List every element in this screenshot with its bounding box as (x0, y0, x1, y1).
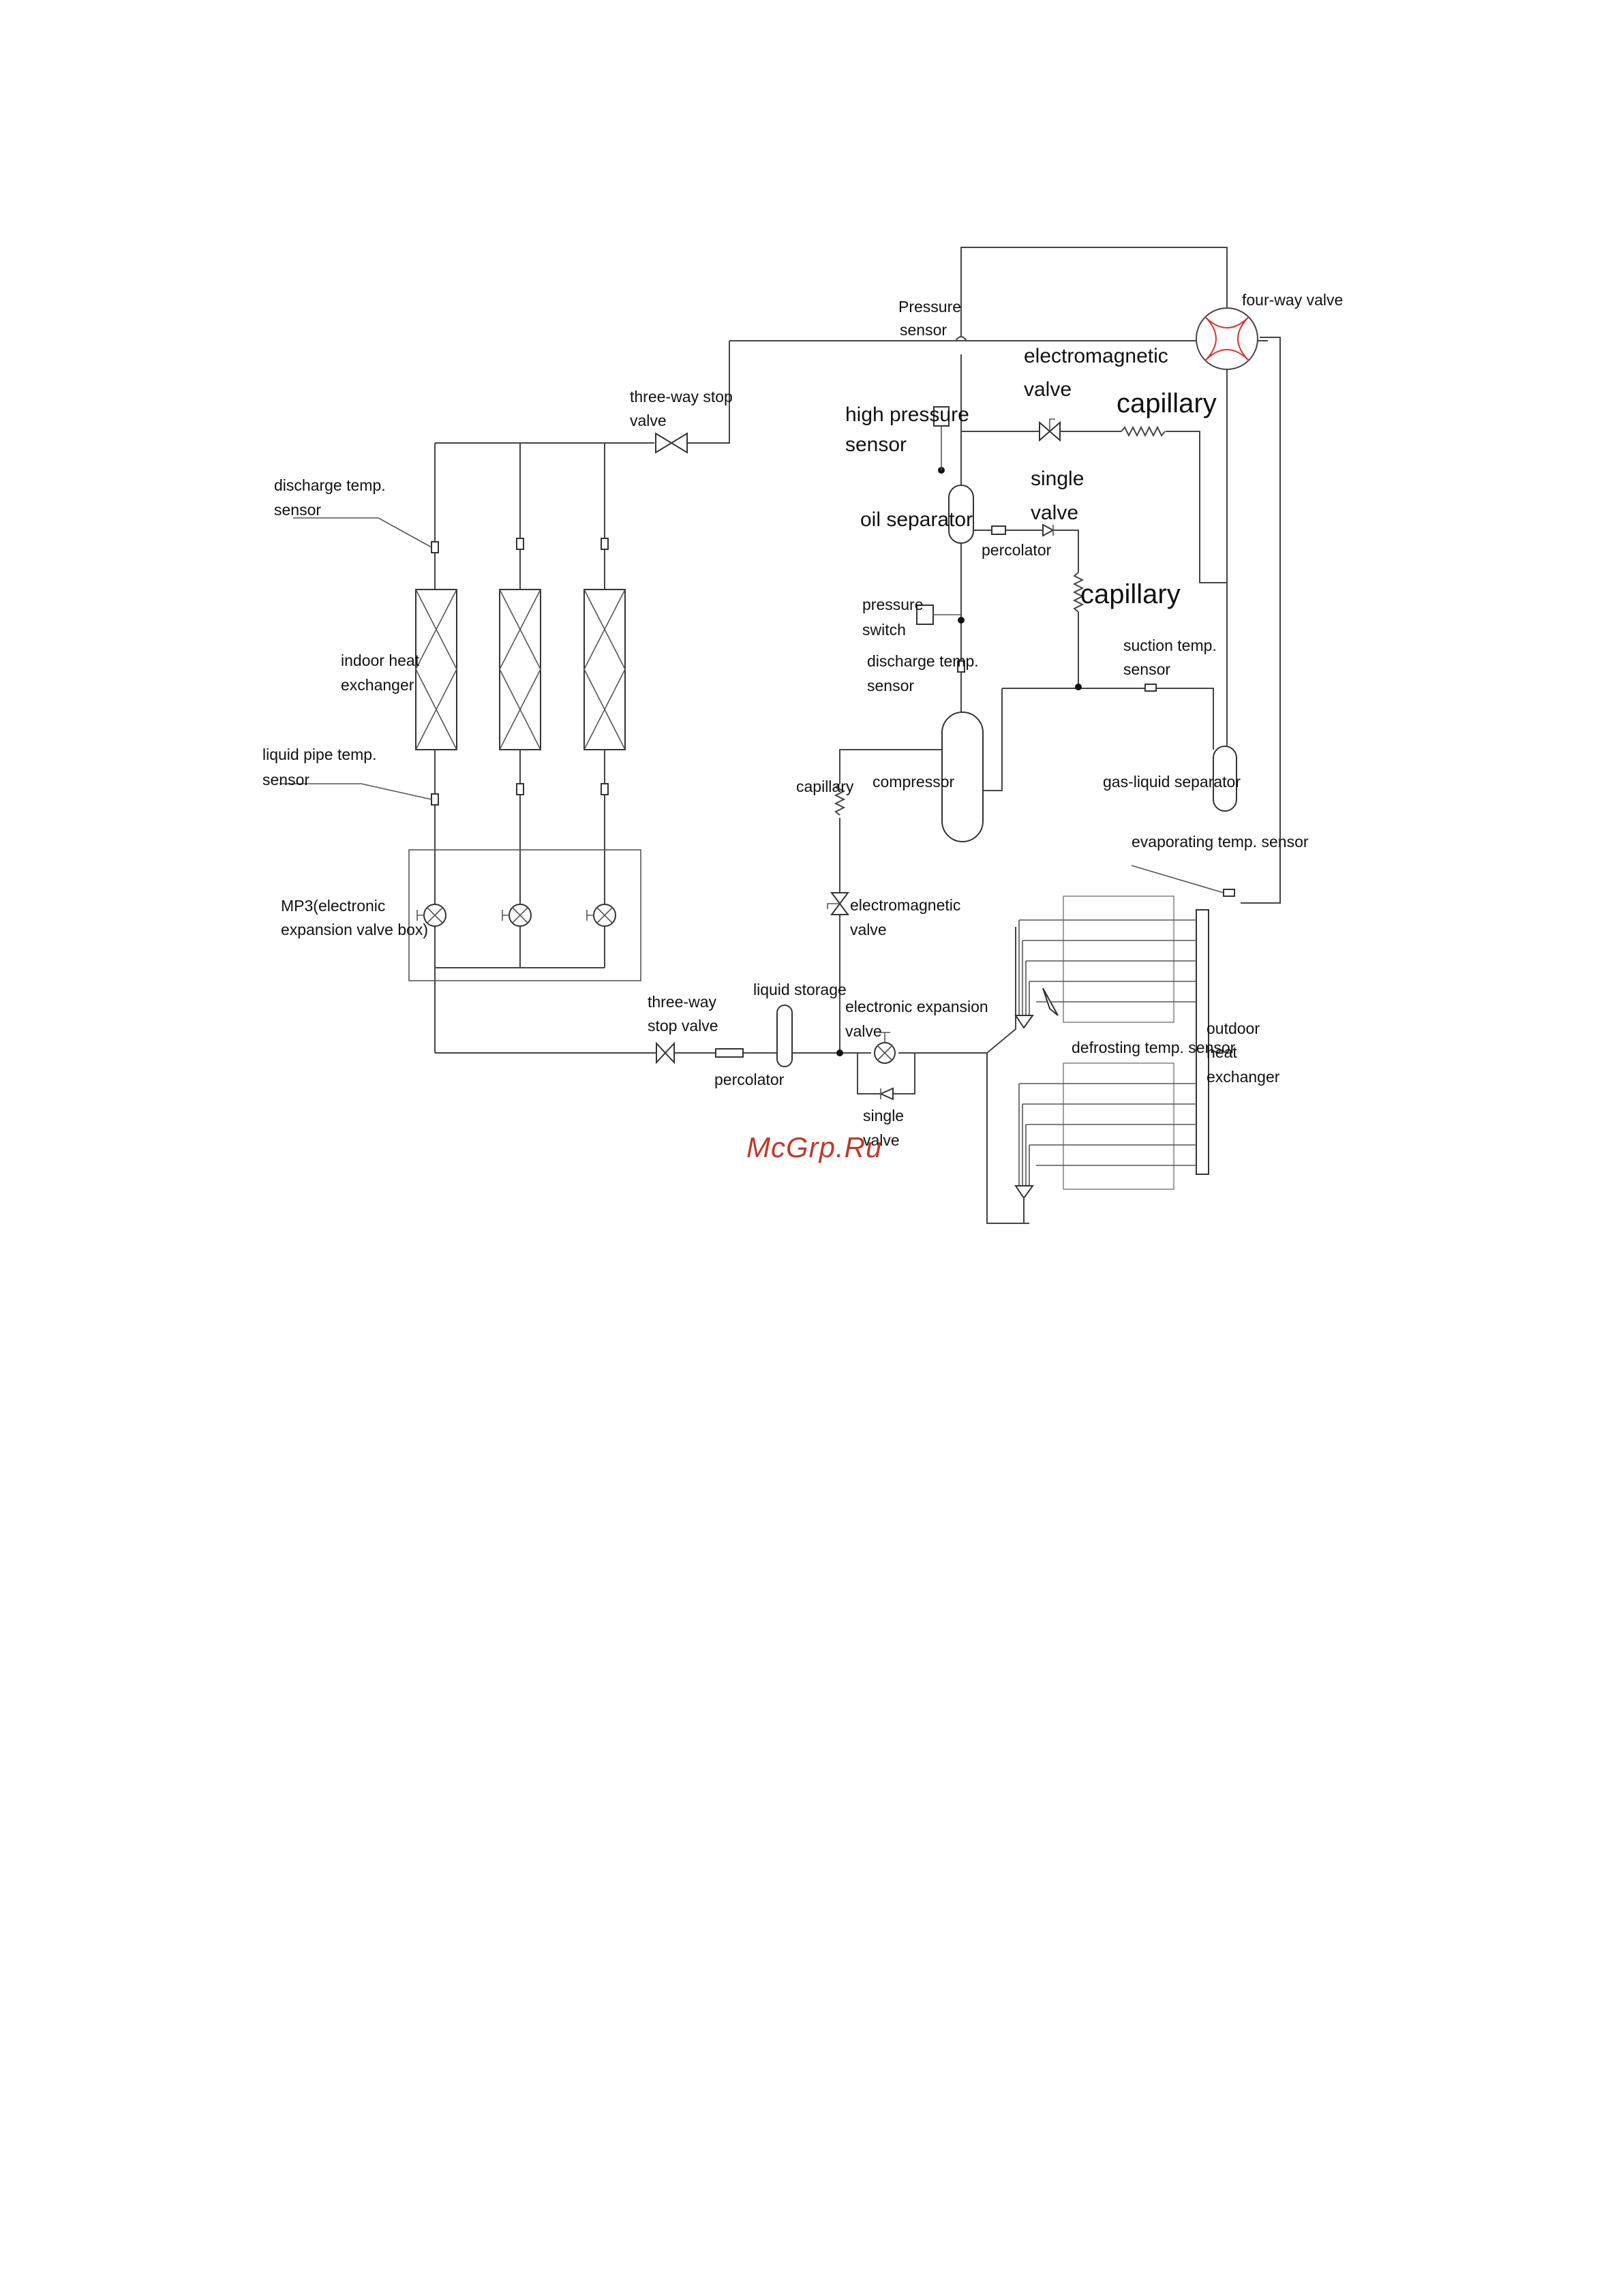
high-pressure-sensor-label-1: high pressure (845, 403, 969, 426)
pressure-sensor (955, 336, 967, 341)
indoor-heat-exchanger-label-1: indoor heat (341, 652, 420, 669)
mp3-expansion-valve-box (408, 849, 641, 981)
liquid-pipe-temp-sensor-label-1: liquid pipe temp. (262, 746, 377, 763)
indoor-heat-exchanger-2 (499, 589, 541, 750)
capillary-small-label: capillary (796, 778, 854, 795)
liquid-storage (776, 1005, 793, 1067)
outdoor-heat-exchanger-label-1: outdoor (1207, 1020, 1260, 1037)
capillary-mid-label: capillary (1080, 579, 1181, 609)
indoor-heat-exchanger-label-2: exchanger (341, 676, 414, 694)
compressor-label: compressor (873, 773, 954, 791)
four-way-valve-label: four-way valve (1242, 291, 1343, 309)
percolator-bottom-label: percolator (714, 1071, 785, 1088)
capillary-small (834, 783, 846, 816)
single-valve-bottom (879, 1087, 894, 1101)
high-pressure-sensor (933, 406, 950, 470)
oil-separator-label: oil separator (860, 508, 973, 531)
capillary-top-label: capillary (1117, 388, 1217, 418)
gas-liquid-separator (1213, 746, 1237, 812)
four-way-valve (1196, 307, 1258, 370)
defrosting-temp-sensor-label: defrosting temp. sensor (1072, 1039, 1236, 1056)
discharge-temp-sensor-left-label-1: discharge temp. (274, 476, 386, 494)
three-way-stop-valve-top-label-2: valve (630, 412, 667, 429)
suction-temp-sensor-label-2: sensor (1123, 660, 1170, 678)
pressure-switch (916, 604, 961, 625)
mp3-box-label-2: expansion valve box) (281, 921, 428, 938)
discharge-temp-sensor-left-label-2: sensor (274, 501, 321, 519)
three-way-stop-valve-bottom-label-1: three-way (648, 993, 716, 1011)
single-valve-bottom-label-1: single (863, 1107, 904, 1124)
suction-temp-sensor-label-1: suction temp. (1123, 637, 1217, 654)
electronic-expansion-valve-label-2: valve (845, 1022, 882, 1040)
liquid-storage-label: liquid storage (753, 981, 847, 998)
high-pressure-sensor-label-2: sensor (845, 433, 907, 456)
three-way-stop-valve-bottom-label-2: stop valve (648, 1017, 718, 1035)
single-valve-bottom-label-2: valve (863, 1131, 900, 1149)
percolator-top (991, 525, 1006, 535)
gas-liquid-separator-label: gas-liquid separator (1103, 773, 1241, 791)
expansion-valve-3 (586, 904, 616, 927)
electromagnetic-valve-top-label-2: valve (1024, 378, 1072, 401)
compressor (941, 711, 984, 842)
outdoor-heat-exchanger (1014, 889, 1235, 1223)
discharge-temp-sensor-right-label-2: sensor (867, 677, 914, 694)
liquid-pipe-temp-sensor-label-2: sensor (262, 771, 309, 789)
pressure-switch-label-1: pressure (862, 596, 923, 613)
junction-dots (836, 467, 1082, 1056)
outdoor-heat-exchanger-label-2: heat (1207, 1043, 1237, 1061)
electronic-expansion-valve-label-1: electronic expansion (845, 998, 988, 1015)
discharge-temp-sensor-right-label-1: discharge temp. (867, 652, 979, 670)
suction-temp-sensor-mark (1144, 684, 1157, 692)
pressure-switch-label-2: switch (862, 621, 906, 639)
expansion-valve-2 (502, 904, 532, 927)
three-way-stop-valve-bottom (656, 1041, 675, 1065)
three-way-stop-valve-top (655, 432, 688, 454)
single-valve-top-label-2: valve (1031, 502, 1078, 524)
single-valve-top-label-1: single (1031, 468, 1084, 490)
percolator-bottom (715, 1048, 744, 1058)
labels: Pressure sensor four-way valve electroma… (262, 291, 1343, 1149)
electromagnetic-valve-bottom (827, 892, 849, 915)
indoor-heat-exchanger-1 (415, 589, 457, 750)
capillary-top (1121, 425, 1166, 438)
single-valve-top (1042, 523, 1055, 537)
electromagnetic-valve-bottom-label-2: valve (850, 921, 887, 938)
electromagnetic-valve-top-label-1: electromagnetic (1024, 345, 1168, 367)
electromagnetic-valve-top (1039, 418, 1061, 442)
discharge-temp-sensor-mark (957, 660, 965, 673)
indoor-heat-exchangers (279, 517, 626, 806)
capillary-mid (1072, 572, 1084, 613)
evaporating-temp-sensor-label: evaporating temp. sensor (1132, 833, 1309, 851)
electromagnetic-valve-bottom-label-1: electromagnetic (850, 896, 960, 914)
pressure-sensor-label-2: sensor (900, 321, 947, 339)
oil-separator (948, 485, 974, 544)
expansion-valve-1 (416, 904, 446, 927)
outdoor-heat-exchanger-label-3: exchanger (1207, 1068, 1280, 1086)
three-way-stop-valve-top-label-1: three-way stop (630, 388, 733, 405)
percolator-top-label: percolator (982, 541, 1052, 559)
mp3-box-label-1: MP3(electronic (281, 897, 385, 915)
indoor-heat-exchanger-3 (583, 589, 626, 750)
electronic-expansion-valve (874, 1032, 896, 1064)
watermark: McGrp.Ru (746, 1131, 882, 1163)
pressure-sensor-label-1: Pressure (898, 298, 961, 316)
